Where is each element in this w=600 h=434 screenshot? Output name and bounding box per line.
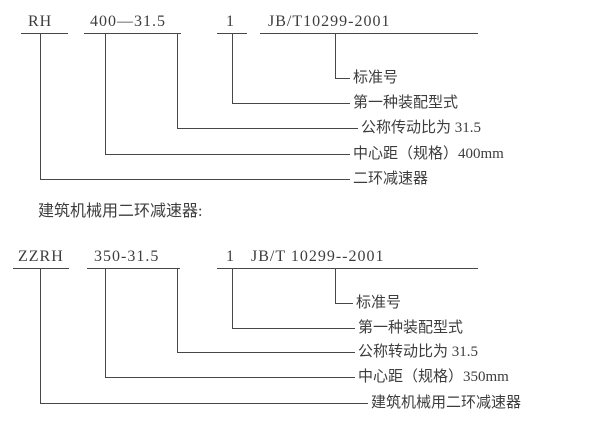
underline bbox=[246, 268, 478, 269]
section-heading: 建筑机械用二环减速器: bbox=[38, 203, 203, 220]
bottom-code-standard: JB/T 10299--2001 bbox=[251, 248, 385, 265]
label-standard-number: 标准号 bbox=[356, 295, 402, 311]
connector-line bbox=[177, 352, 355, 353]
connector-line bbox=[232, 33, 233, 103]
top-code-size: 400—31.5 bbox=[90, 13, 166, 30]
connector-line bbox=[335, 33, 336, 78]
top-code-assembly: 1 bbox=[226, 13, 235, 30]
label-center-distance: 中心距（规格）400mm bbox=[353, 146, 504, 162]
underline bbox=[84, 33, 181, 34]
underline bbox=[87, 268, 180, 269]
label-assembly-type: 第一种装配型式 bbox=[358, 320, 464, 336]
connector-line bbox=[105, 268, 106, 377]
connector-line bbox=[105, 33, 106, 154]
connector-line bbox=[40, 268, 41, 403]
connector-line bbox=[40, 179, 350, 180]
connector-line bbox=[105, 154, 350, 155]
underline bbox=[21, 33, 68, 34]
label-standard-number: 标准号 bbox=[353, 70, 399, 86]
label-center-distance: 中心距（规格）350mm bbox=[358, 369, 509, 385]
connector-line bbox=[40, 33, 41, 179]
top-code-standard: JB/T10299-2001 bbox=[268, 13, 391, 30]
connector-line bbox=[40, 403, 368, 404]
label-assembly-type: 第一种装配型式 bbox=[353, 95, 459, 111]
connector-line bbox=[335, 303, 353, 304]
connector-line bbox=[335, 78, 350, 79]
connector-line bbox=[177, 33, 178, 128]
connector-line bbox=[232, 103, 350, 104]
label-ratio: 公称传动比为 31.5 bbox=[361, 120, 482, 136]
connector-line bbox=[232, 268, 233, 328]
connector-line bbox=[177, 128, 358, 129]
bottom-code-prefix: ZZRH bbox=[18, 248, 64, 265]
connector-line bbox=[335, 268, 336, 303]
label-reducer-type: 二环减速器 bbox=[353, 171, 429, 187]
connector-line bbox=[232, 328, 355, 329]
connector-line bbox=[177, 268, 178, 352]
top-code-prefix: RH bbox=[28, 13, 53, 30]
connector-line bbox=[105, 377, 355, 378]
bottom-code-assembly: 1 bbox=[226, 248, 235, 265]
underline bbox=[13, 268, 69, 269]
bottom-code-size: 350-31.5 bbox=[94, 248, 160, 265]
label-reducer-type: 建筑机械用二环减速器 bbox=[371, 395, 522, 411]
underline bbox=[260, 33, 478, 34]
label-ratio: 公称转动比为 31.5 bbox=[358, 344, 479, 360]
